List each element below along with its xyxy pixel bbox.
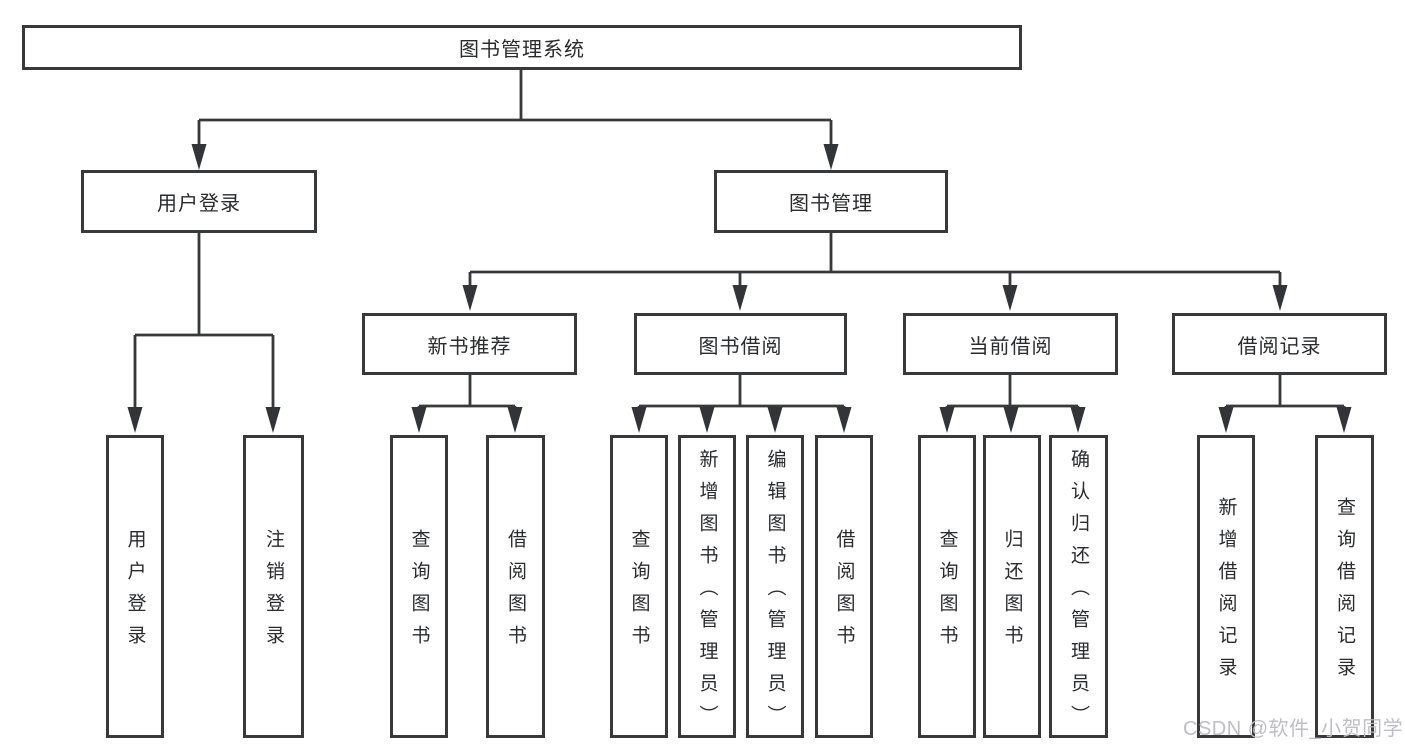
leaf-query-borrow-record-label: 查询借阅记录 (1334, 497, 1355, 689)
leaf-edit-book-admin: 编辑图书（管理员） (746, 435, 804, 738)
node-root-label: 图书管理系统 (459, 39, 585, 61)
leaf-recommend-query-book-label: 查询图书 (408, 529, 430, 657)
node-book-borrow: 图书借阅 (634, 313, 847, 375)
connector-book-management-to-level3 (468, 233, 1282, 290)
leaf-recommend-borrow-book: 借阅图书 (486, 435, 545, 738)
leaf-add-book-admin: 新增图书（管理员） (678, 435, 736, 738)
node-current-borrow: 当前借阅 (903, 313, 1118, 375)
csdn-watermark: CSDN @软件_小贺同学 (1183, 718, 1404, 740)
connector-new-book-to-leaves (417, 375, 517, 412)
node-new-book-recommend-label: 新书推荐 (427, 335, 512, 358)
leaf-logout-label: 注销登录 (263, 529, 284, 657)
leaf-add-borrow-record-label: 新增借阅记录 (1215, 497, 1237, 689)
node-book-borrow-label: 图书借阅 (698, 335, 783, 358)
leaf-borrow-book: 借阅图书 (815, 435, 873, 738)
node-root: 图书管理系统 (22, 25, 1022, 70)
connector-borrow-record-to-leaves (1224, 375, 1346, 412)
leaf-borrow-query-book: 查询图书 (610, 435, 668, 738)
leaf-query-borrow-record: 查询借阅记录 (1315, 435, 1374, 738)
node-book-management: 图书管理 (714, 170, 948, 233)
leaf-user-login-label: 用户登录 (124, 529, 146, 657)
connector-user-login-to-leaves (133, 233, 275, 412)
leaf-recommend-borrow-book-label: 借阅图书 (505, 529, 526, 657)
leaf-current-query-book: 查询图书 (918, 435, 976, 738)
leaf-logout: 注销登录 (243, 435, 304, 738)
node-borrow-record-label: 借阅记录 (1237, 335, 1322, 358)
node-borrow-record: 借阅记录 (1172, 313, 1387, 375)
leaf-borrow-book-label: 借阅图书 (833, 529, 855, 657)
leaf-return-book-label: 归还图书 (1001, 529, 1023, 657)
leaf-confirm-return-admin: 确认归还（管理员） (1049, 435, 1108, 738)
arrowheads (127, 144, 1352, 433)
node-user-login-label: 用户登录 (157, 193, 241, 215)
leaf-confirm-return-admin-label: 确认归还（管理员） (1068, 449, 1089, 737)
connector-book-borrow-to-leaves (637, 375, 846, 412)
node-user-login: 用户登录 (81, 170, 317, 233)
leaf-edit-book-admin-label: 编辑图书（管理员） (764, 449, 786, 737)
leaf-return-book: 归还图书 (983, 435, 1041, 738)
connector-current-borrow-to-leaves (945, 375, 1080, 412)
node-book-management-label: 图书管理 (789, 193, 873, 215)
leaf-add-book-admin-label: 新增图书（管理员） (696, 449, 718, 737)
leaf-borrow-query-book-label: 查询图书 (628, 529, 650, 657)
leaf-current-query-book-label: 查询图书 (936, 529, 958, 657)
node-new-book-recommend: 新书推荐 (362, 313, 577, 375)
leaf-recommend-query-book: 查询图书 (390, 435, 448, 738)
node-current-borrow-label: 当前借阅 (968, 335, 1053, 358)
connector-root-to-level2 (197, 70, 833, 150)
leaf-add-borrow-record: 新增借阅记录 (1197, 435, 1255, 738)
leaf-user-login: 用户登录 (106, 435, 164, 738)
